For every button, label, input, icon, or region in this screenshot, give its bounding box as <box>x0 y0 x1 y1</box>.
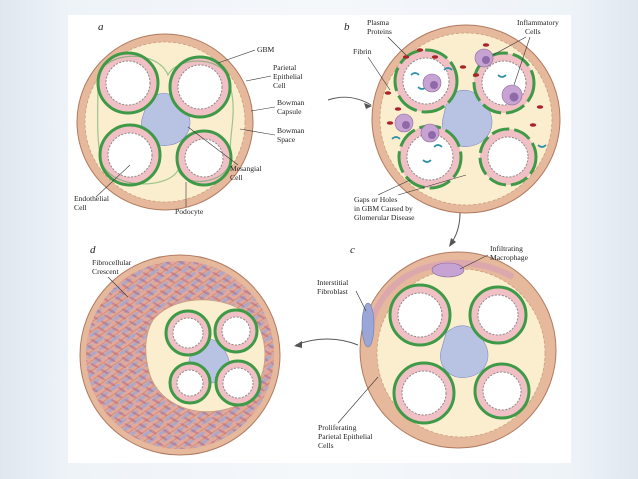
label-fibrin: Fibrin <box>353 47 372 56</box>
label-parietal-3: Cell <box>273 81 286 90</box>
label-gaps-3: Glomerular Disease <box>354 213 415 222</box>
label-mesangial-2: Cell <box>230 173 243 182</box>
fibroblast-cell <box>361 302 375 348</box>
label-plasma-1: Plasma <box>367 18 390 27</box>
label-infiltrating-1: Infiltrating <box>490 244 523 253</box>
macrophage-cell <box>431 262 465 278</box>
label-interstitial-1: Interstitial <box>317 278 348 287</box>
label-inflammatory-2: Cells <box>525 27 541 36</box>
label-proliferating-3: Cells <box>318 441 334 450</box>
plasma-proteins <box>384 43 544 127</box>
panel-c-glomerulus <box>359 251 557 449</box>
panel-a-letter: a <box>98 21 104 33</box>
arrow-c-to-d <box>294 341 302 348</box>
label-plasma-2: Proteins <box>367 27 392 36</box>
inflammatory-cells <box>394 48 523 143</box>
label-gbm: GBM <box>257 45 275 54</box>
label-mesangial-1: Mesangial <box>230 164 262 173</box>
arrow-a-to-b <box>364 103 372 109</box>
label-fibrocellular-1: Fibrocellular <box>92 258 132 267</box>
label-endothelial-1: Endothelial <box>74 194 109 203</box>
label-bowman-capsule-2: Capsule <box>277 107 302 116</box>
figure-canvas: a GBM Parietal Epithelial Cell Bowman Ca… <box>74 18 561 456</box>
label-bowman-space-1: Bowman <box>277 126 305 135</box>
label-gaps-1: Gaps or Holes <box>354 195 397 204</box>
label-parietal-2: Epithelial <box>273 72 303 81</box>
arrow-b-to-c <box>449 238 456 247</box>
label-gaps-2: in GBM Caused by <box>354 204 413 213</box>
label-podocyte: Podocyte <box>175 207 204 216</box>
panel-d-labels: Fibrocellular Crescent <box>92 258 132 298</box>
label-parietal-1: Parietal <box>273 63 296 72</box>
panel-a-glomerulus <box>76 33 254 211</box>
label-proliferating-1: Proliferating <box>318 423 357 432</box>
label-bowman-capsule-1: Bowman <box>277 98 305 107</box>
label-interstitial-2: Fibroblast <box>317 287 349 296</box>
panel-d-letter: d <box>90 244 96 256</box>
panel-b-letter: b <box>344 21 350 33</box>
panel-c-labels: Infiltrating Macrophage Interstitial Fib… <box>317 244 529 450</box>
fibrin-strands <box>391 67 547 163</box>
glomerulus-figure: a GBM Parietal Epithelial Cell Bowman Ca… <box>68 15 571 463</box>
panel-b-glomerulus <box>371 24 561 214</box>
label-bowman-space-2: Space <box>277 135 296 144</box>
label-endothelial-2: Cell <box>74 203 87 212</box>
panel-c-letter: c <box>350 244 355 256</box>
panel-b-labels: Plasma Proteins Fibrin Inflammatory Cell… <box>353 18 559 222</box>
label-infiltrating-2: Macrophage <box>490 253 529 262</box>
panel-d-glomerulus <box>79 254 281 456</box>
label-proliferating-2: Parietal Epithelial <box>318 432 373 441</box>
panel-a-labels: GBM Parietal Epithelial Cell Bowman Caps… <box>74 45 305 216</box>
label-inflammatory-1: Inflammatory <box>517 18 559 27</box>
label-fibrocellular-2: Crescent <box>92 267 119 276</box>
